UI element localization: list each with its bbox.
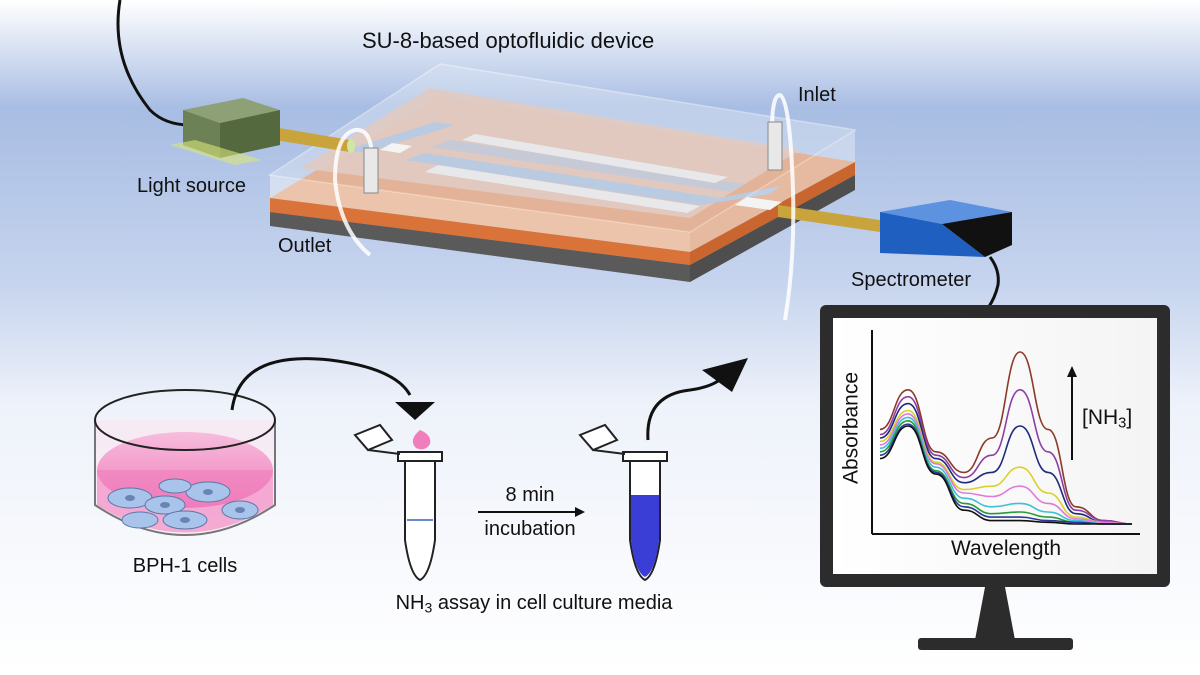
media-droplet	[412, 430, 431, 450]
y-axis-label: Absorbance	[839, 371, 863, 485]
outlet-tubing	[332, 127, 374, 257]
spectrum-line-3	[879, 402, 1133, 525]
transfer-arrow	[230, 357, 412, 411]
cells	[107, 478, 259, 530]
injection-arrow	[646, 376, 724, 441]
inlet-tubing	[770, 92, 796, 321]
channel-wall	[425, 165, 700, 213]
spectrum-line-1	[879, 351, 1133, 525]
spectrum-line-9	[879, 425, 1132, 525]
spectrum-line-5	[879, 413, 1133, 525]
device-title: SU-8-based optofluidic device	[362, 28, 655, 53]
spectrum-line-2	[879, 388, 1133, 525]
assay-tube-after	[578, 423, 668, 582]
concentration-label: [NH3]	[1082, 406, 1133, 432]
inlet-port	[767, 121, 783, 171]
spectrometer-label: Spectrometer	[851, 269, 972, 291]
time-label: 8 min	[505, 484, 555, 506]
light-source-box	[170, 98, 280, 165]
monitor	[820, 305, 1170, 650]
assay-tube-before	[353, 423, 443, 582]
output-fiber	[778, 205, 880, 232]
assay-label: NH3 assay in cell culture media	[395, 592, 673, 616]
outlet-port	[363, 147, 379, 194]
inlet-label: Inlet	[798, 84, 836, 106]
spectrometer-box	[880, 200, 1012, 257]
outlet-label: Outlet	[278, 235, 332, 257]
petri-dish	[94, 389, 276, 536]
cells-label: BPH-1 cells	[132, 555, 238, 577]
input-fiber	[262, 125, 350, 152]
light-source-label: Light source	[137, 175, 246, 197]
spectrometer-cable	[986, 256, 1000, 309]
light-source-cable	[116, 0, 191, 127]
incubation-label: incubation	[484, 518, 576, 540]
channel-wall	[462, 134, 728, 183]
series-layer	[879, 351, 1133, 525]
x-axis-label: Wavelength	[950, 537, 1062, 560]
spectrum-line-6	[879, 416, 1132, 525]
absorbance-chart	[871, 330, 1140, 535]
